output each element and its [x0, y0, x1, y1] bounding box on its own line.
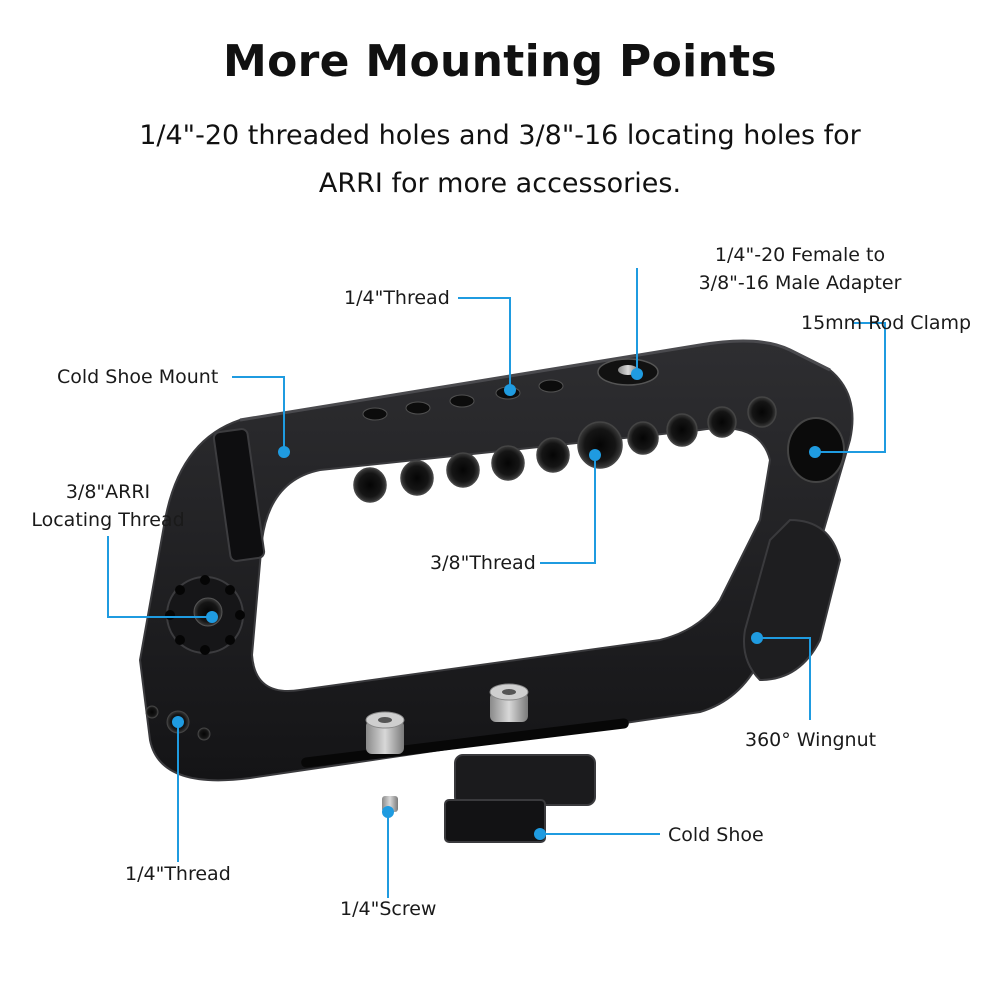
label-bottom-thread: 1/4"Thread	[125, 863, 231, 885]
label-cold-shoe-mount: Cold Shoe Mount	[57, 366, 219, 388]
callout-dots	[172, 368, 821, 840]
bottom-cold-shoe	[444, 754, 596, 843]
top-surface-holes	[362, 379, 564, 421]
page-title: More Mounting Points	[223, 36, 777, 87]
label-rod-clamp: 15mm Rod Clamp	[801, 312, 972, 334]
subtitle-line-2: ARRI for more accessories.	[318, 168, 682, 199]
frame-top-edge	[239, 339, 831, 422]
label-adapter-line-1: 1/4"-20 Female to	[714, 244, 886, 266]
label-center-thread: 3/8"Thread	[430, 552, 536, 574]
page-subtitle: 1/4"-20 threaded holes and 3/8"-16 locat…	[100, 112, 900, 208]
bottom-screws	[365, 683, 529, 754]
label-arri-thread: 3/8"ARRI Locating Thread	[20, 478, 196, 534]
bottom-slot	[301, 718, 629, 768]
face-thread-holes	[353, 396, 777, 503]
label-cold-shoe: Cold Shoe	[668, 824, 764, 846]
subtitle-line-1: 1/4"-20 threaded holes and 3/8"-16 locat…	[139, 120, 861, 151]
label-arri-line-1: 3/8"ARRI	[65, 481, 151, 503]
label-wingnut: 360° Wingnut	[745, 729, 877, 751]
label-adapter-line-2: 3/8"-16 Male Adapter	[698, 272, 902, 294]
callout-lines	[107, 268, 886, 898]
label-arri-line-2: Locating Thread	[31, 509, 185, 531]
label-adapter: 1/4"-20 Female to 3/8"-16 Male Adapter	[690, 241, 910, 297]
label-top-thread: 1/4"Thread	[344, 287, 450, 309]
arri-rosette	[165, 575, 245, 655]
cold-shoe-slot	[212, 428, 266, 562]
top-adapter	[597, 358, 659, 386]
label-screw: 1/4"Screw	[340, 898, 437, 920]
